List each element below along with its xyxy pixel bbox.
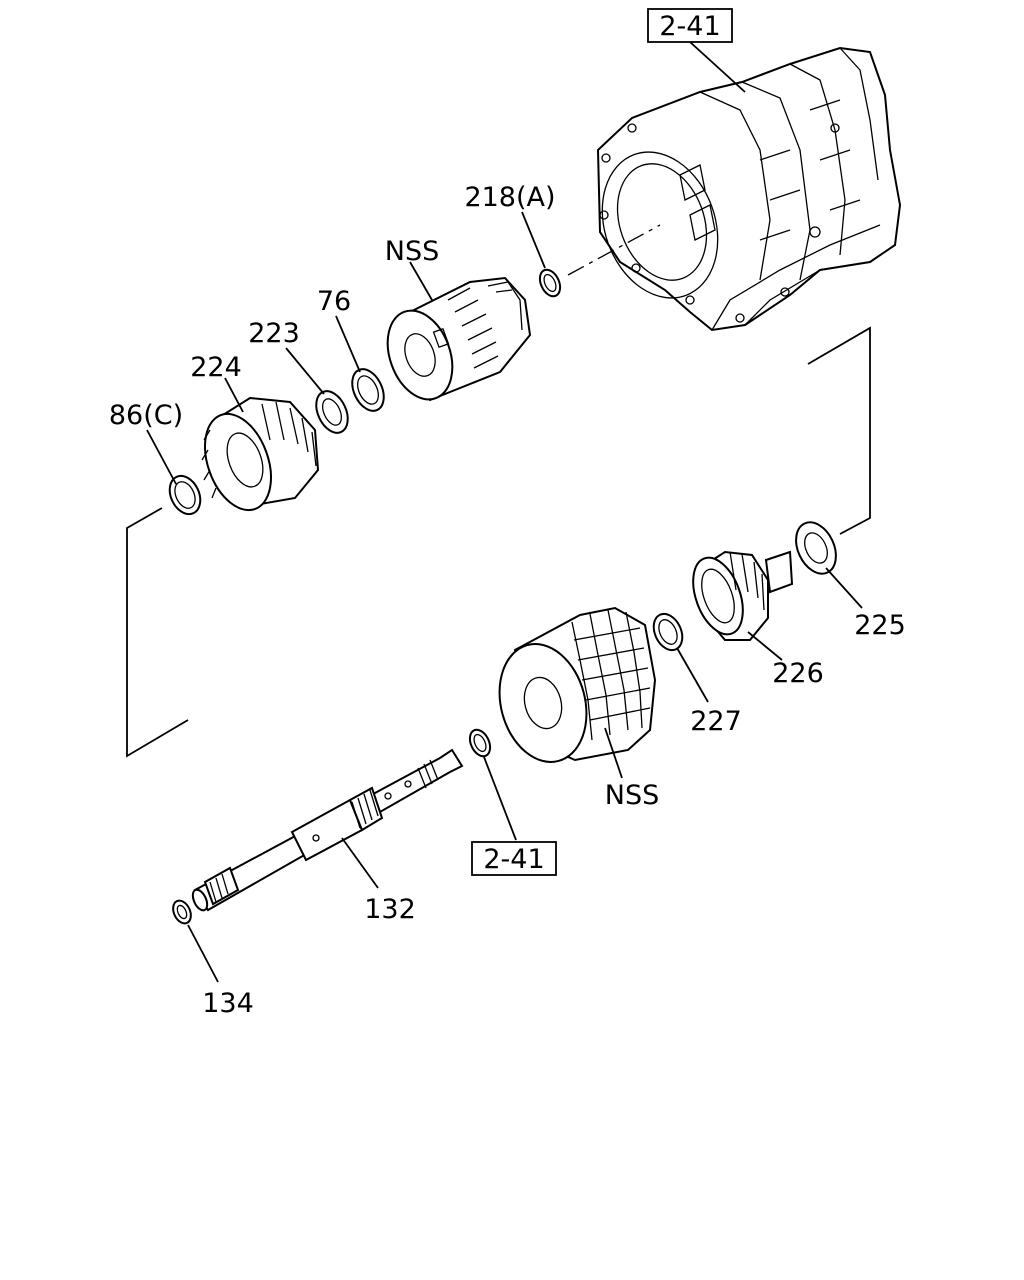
leader-223	[285, 347, 325, 395]
part-218-ring	[538, 268, 562, 298]
part-224-gear	[201, 396, 320, 512]
leader-86	[146, 429, 177, 485]
leader-nss-top	[409, 261, 433, 301]
part-225-plate	[795, 521, 837, 575]
callout-134: 134	[202, 988, 254, 1019]
callout-223: 223	[248, 318, 300, 349]
leader-227	[676, 647, 709, 703]
center-line-top	[567, 224, 661, 276]
reference-label-top[interactable]: 2-41	[659, 11, 720, 42]
part-132-shaft	[191, 748, 464, 912]
leader-ref-bottom	[483, 756, 517, 841]
leader-132	[341, 837, 379, 889]
callout-nss-top: NSS	[385, 236, 439, 267]
snap-ring-small	[468, 728, 492, 758]
nss-lower-assembly	[498, 606, 657, 763]
callout-76: 76	[317, 286, 351, 317]
leader-225	[825, 567, 863, 609]
callout-225: 225	[854, 610, 906, 641]
reference-box-top	[647, 8, 733, 43]
callout-nss-bottom: NSS	[605, 780, 659, 811]
leader-224	[224, 377, 244, 413]
part-86-ring	[168, 474, 202, 516]
leader-ref-top	[689, 41, 746, 93]
part-226-gear	[692, 550, 794, 641]
leader-134	[187, 924, 219, 983]
part-76-ring	[351, 368, 385, 412]
leader-218	[521, 211, 546, 269]
leader-nss-bottom	[604, 727, 623, 779]
leader-76	[335, 315, 361, 373]
transmission-case	[596, 46, 902, 332]
callout-226: 226	[772, 658, 824, 689]
group-bracket-left	[126, 507, 189, 758]
callout-224: 224	[190, 352, 242, 383]
callout-132: 132	[364, 894, 416, 925]
leader-226	[747, 631, 783, 661]
reference-box-bottom	[471, 841, 557, 876]
reference-label-bottom[interactable]: 2-41	[483, 844, 544, 875]
nss-upper-assembly	[386, 276, 532, 402]
callout-86: 86(C)	[109, 400, 183, 431]
callout-227: 227	[690, 706, 742, 737]
group-bracket-right	[807, 326, 871, 535]
part-223-ring	[315, 390, 349, 434]
part-134-ring	[172, 899, 192, 925]
callout-218: 218(A)	[464, 182, 555, 213]
part-227-ring	[652, 612, 684, 652]
